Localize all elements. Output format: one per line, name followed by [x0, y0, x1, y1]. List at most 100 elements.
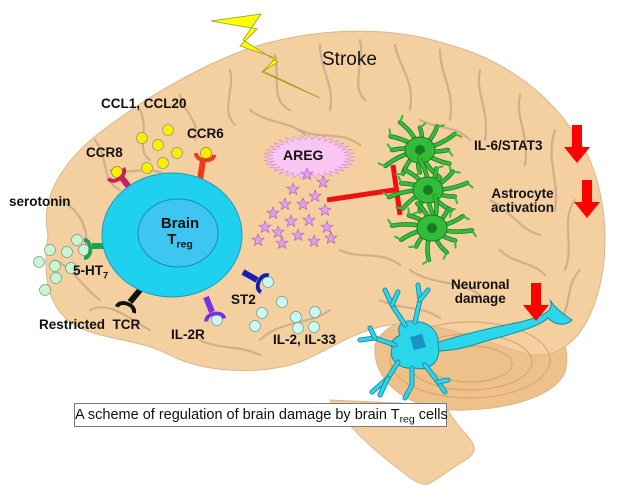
neuron-dendrite — [436, 378, 450, 384]
ligand-dot-ccl — [136, 132, 148, 144]
receptor-label-5ht7-main: 5-HT — [73, 263, 103, 278]
ligand-dot-ccl-bound — [200, 147, 212, 159]
treg-label-line1: Brain — [160, 215, 200, 232]
receptor-binding-cup — [106, 167, 127, 183]
sulcus — [318, 43, 333, 112]
astrocyte — [387, 191, 477, 265]
ligand-dot-ccl — [171, 147, 183, 159]
ligand-dot-ccl — [152, 139, 164, 151]
ligand-dot-serotonin — [39, 284, 51, 296]
ligand-dot-il — [276, 296, 288, 308]
astrocyte-branch — [408, 245, 418, 248]
astrocyte-branch — [434, 191, 442, 198]
neuron-axon — [429, 299, 573, 352]
receptor-binding-cup — [84, 238, 93, 260]
ligand-dot-serotonin — [49, 260, 61, 272]
astrocytes — [377, 114, 477, 265]
neuron-dendrite — [403, 366, 414, 400]
receptor-stem — [127, 288, 143, 304]
receptor-label-5ht7: 5-HT7 — [73, 263, 108, 280]
sulcus — [93, 138, 122, 192]
sulcus — [198, 338, 262, 357]
astrocyte-branch — [422, 258, 430, 265]
down-arrows — [523, 125, 600, 321]
astrocyte-branch — [419, 122, 427, 129]
sulcus — [58, 198, 88, 252]
sulcus — [378, 298, 442, 320]
astrocyte-branch — [388, 128, 392, 138]
astrocyte-branch — [453, 133, 463, 138]
sulcus — [418, 118, 472, 142]
receptor-binding-cup — [114, 301, 136, 314]
sulcus — [438, 48, 453, 122]
receptor-label-ccr6: CCR6 — [187, 126, 224, 141]
receptor-stem — [241, 269, 259, 283]
astrocyte-branch — [442, 251, 448, 260]
sulcus — [408, 268, 482, 297]
astrocyte-branch — [451, 170, 461, 174]
stroke-label: Stroke — [322, 49, 377, 70]
receptor-tcr — [114, 288, 143, 314]
sulcus — [88, 306, 152, 332]
astrocyte-branch — [387, 218, 394, 227]
astrocyte-nucleus — [415, 145, 425, 155]
receptor-st2 — [241, 269, 270, 294]
receptor-il2r — [203, 295, 227, 322]
astrocyte-branch — [407, 207, 410, 217]
ligand-label-il: IL-2, IL-33 — [273, 332, 337, 347]
sulcus — [248, 108, 307, 137]
sulcus — [498, 248, 547, 277]
astrocyte-branch — [412, 210, 421, 215]
areg-label: AREG — [283, 147, 324, 163]
receptor-binding-cup — [256, 273, 270, 294]
sulcus — [517, 93, 528, 167]
astrocyte — [382, 152, 474, 228]
astrocyte-nucleus — [427, 223, 437, 233]
astrocyte-branch — [382, 191, 390, 199]
receptor-label-tcr: Restricted TCR — [39, 317, 141, 332]
sulcus — [393, 43, 413, 112]
sulcus — [477, 68, 488, 142]
sulcus — [357, 38, 367, 102]
ligand-dot-serotonin — [65, 262, 77, 274]
areg-starburst — [262, 134, 356, 180]
sulcus — [227, 68, 237, 127]
astrocyte-branch — [394, 235, 403, 241]
down-arrow-icon — [564, 125, 590, 163]
receptor-binding-cup — [204, 311, 227, 322]
receptor-label-st2: ST2 — [231, 292, 256, 307]
ligand-label-serotonin: serotonin — [9, 194, 71, 209]
astrocyte-branch — [447, 149, 454, 157]
astrocyte-branch — [461, 215, 470, 221]
astrocyte-branch — [397, 175, 403, 185]
astrocyte-branch — [386, 143, 393, 151]
treg-cell-nucleus — [137, 198, 219, 268]
ligand-dot-ccl — [162, 124, 174, 136]
astrocyte-branch — [449, 209, 453, 218]
sulcus — [298, 128, 362, 147]
astrocyte-branch — [403, 162, 407, 171]
sulcus — [563, 198, 577, 272]
ligand-dot-ccl — [141, 162, 153, 174]
effect-label-il6: IL-6/STAT3 — [474, 138, 543, 153]
ligand-dot-il-bound — [262, 276, 274, 288]
receptor-stem — [203, 295, 215, 314]
lightning-bolt-icon — [210, 13, 321, 99]
ligand-dot-il — [308, 321, 320, 333]
figure-caption: A scheme of regulation of brain damage b… — [74, 403, 448, 427]
ligand-dot-il — [249, 320, 261, 332]
sulcus — [488, 198, 542, 237]
neuron-dendrite — [390, 290, 400, 307]
ligand-dot-serotonin — [50, 272, 62, 284]
inhibition-symbol — [326, 164, 403, 216]
ligand-dot-ccl — [157, 157, 169, 169]
ligand-dot-il — [290, 311, 302, 323]
down-arrow-icon — [574, 180, 600, 218]
neuron-dendrite — [418, 288, 430, 302]
ligand-dot-il — [256, 307, 268, 319]
receptor-binding-cup — [194, 153, 217, 163]
sulcus — [550, 128, 558, 212]
ligand-dot-serotonin — [44, 244, 56, 256]
astrocyte-branch — [435, 165, 444, 170]
